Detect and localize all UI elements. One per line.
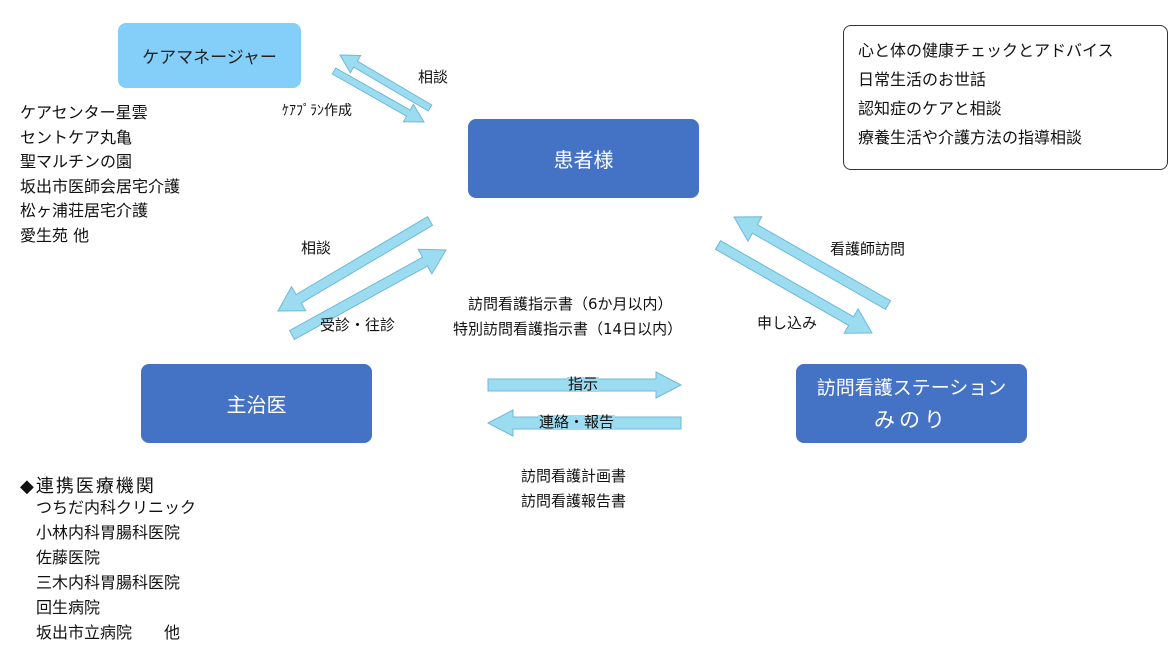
label-apply: 申し込み xyxy=(757,314,818,332)
service-item: 日常生活のお世話 xyxy=(858,70,987,89)
arrow-patient-to-doctor xyxy=(277,216,434,312)
label-visit-exam: 受診・往診 xyxy=(320,316,396,334)
care-manager-item: 愛生苑 他 xyxy=(20,225,90,245)
patient-label: 患者様 xyxy=(553,148,614,172)
partner-item: つちだ内科クリニック xyxy=(36,498,197,517)
label-nurse-visit: 看護師訪問 xyxy=(830,240,906,258)
service-item: 療養生活や介護方法の指導相談 xyxy=(858,128,1083,147)
label-instruction-doc-2: 特別訪問看護指示書（14日以内） xyxy=(453,320,683,338)
partner-item: 坂出市立病院 他 xyxy=(36,623,181,642)
care-manager-label: ケアマネージャー xyxy=(142,48,277,68)
label-instruct: 指示 xyxy=(567,375,600,393)
label-doc-consult: 相談 xyxy=(301,239,332,257)
label-contact-report: 連絡・報告 xyxy=(538,413,616,431)
services-box: 心と体の健康チェックとアドバイス日常生活のお世話認知症のケアと相談療養生活や介護… xyxy=(843,25,1168,170)
care-manager-item: 聖マルチンの園 xyxy=(20,152,133,171)
care-manager-item: セントケア丸亀 xyxy=(20,127,133,147)
arrow-doctor-to-patient xyxy=(288,248,447,341)
care-manager-item: 坂出市医師会居宅介護 xyxy=(20,176,181,196)
partner-item: 佐藤医院 xyxy=(36,548,101,567)
partner-item: 回生病院 xyxy=(36,598,101,617)
care-manager-item: ケアセンター星雲 xyxy=(20,103,148,122)
arrow-patient-to-care-manager xyxy=(339,54,433,112)
care-manager-node: ケアマネージャー xyxy=(118,23,301,88)
label-cm-consult: 相談 xyxy=(418,68,449,86)
care-manager-item: 松ヶ浦荘居宅介護 xyxy=(20,201,149,220)
station-node: 訪問看護ステーション みのり xyxy=(796,364,1027,443)
partner-list: つちだ内科クリニック小林内科胃腸科医院佐藤医院三木内科胃腸科医院回生病院坂出市立… xyxy=(36,495,196,645)
partner-item: 三木内科胃腸科医院 xyxy=(36,573,181,592)
arrow-station-to-patient xyxy=(733,216,892,310)
service-item: 認知症のケアと相談 xyxy=(858,99,1002,118)
doctor-node: 主治医 xyxy=(141,364,372,443)
care-manager-list: ケアセンター星雲セントケア丸亀聖マルチンの園坂出市医師会居宅介護松ヶ浦荘居宅介護… xyxy=(20,101,180,248)
label-report-doc: 訪問看護報告書 xyxy=(521,492,627,510)
partner-item: 小林内科胃腸科医院 xyxy=(36,523,181,542)
partner-title: ◆連携医療機関 xyxy=(20,476,156,497)
label-care-plan: ｹｱﾌﾟﾗﾝ作成 xyxy=(282,103,352,119)
arrow-care-manager-to-patient xyxy=(331,67,425,123)
station-label-line1: 訪問看護ステーション xyxy=(816,376,1007,399)
service-item: 心と体の健康チェックとアドバイス xyxy=(858,41,1114,60)
doctor-label: 主治医 xyxy=(226,393,287,417)
station-label-line2: みのり xyxy=(874,407,949,432)
arrow-patient-to-station xyxy=(714,240,873,334)
label-plan-doc: 訪問看護計画書 xyxy=(521,467,627,485)
label-instruction-doc-1: 訪問看護指示書（6か月以内） xyxy=(468,295,673,313)
patient-node: 患者様 xyxy=(468,119,699,198)
